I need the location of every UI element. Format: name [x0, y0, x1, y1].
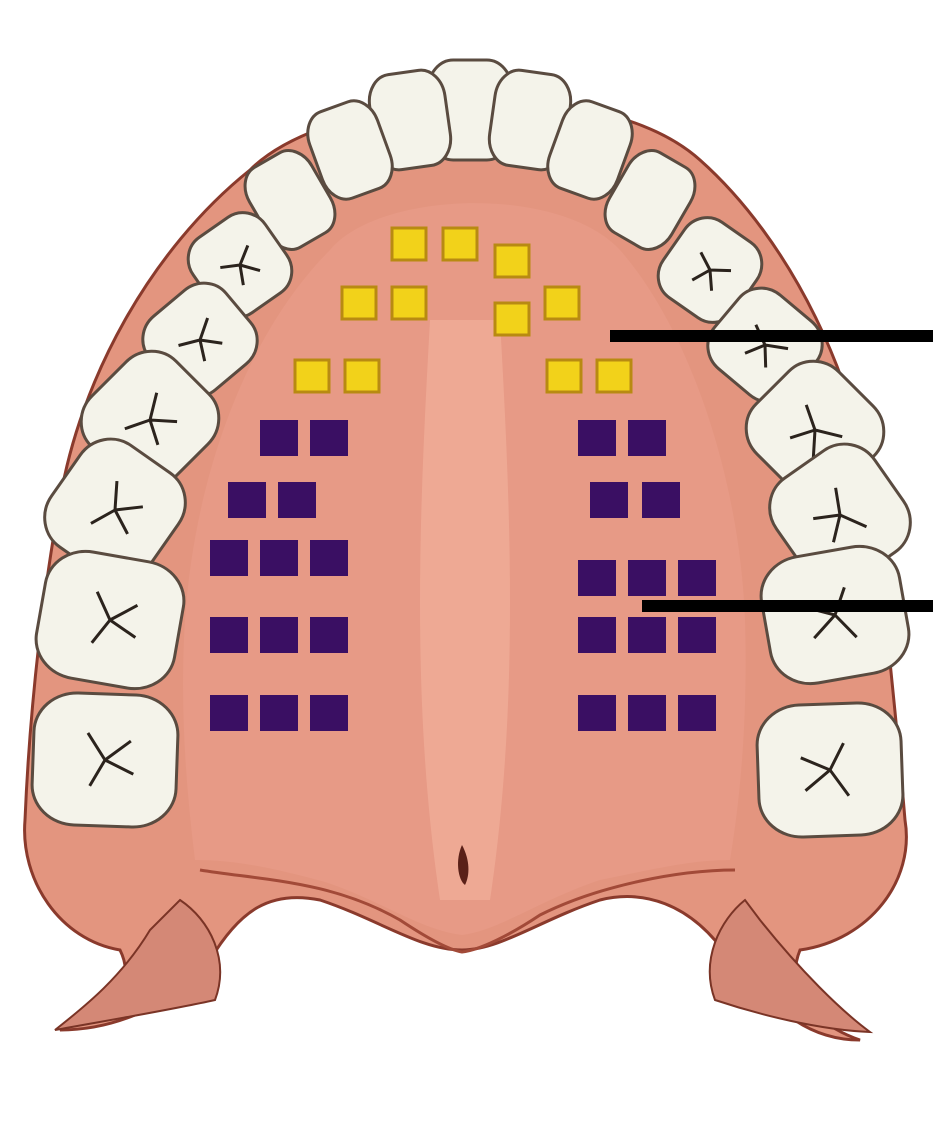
anterior-marker	[342, 287, 376, 319]
posterior-marker	[210, 540, 248, 576]
posterior-marker	[260, 540, 298, 576]
anterior-marker	[495, 245, 529, 277]
posterior-marker	[578, 695, 616, 731]
posterior-marker	[628, 420, 666, 456]
posterior-marker	[578, 617, 616, 653]
posterior-marker	[310, 617, 348, 653]
posterior-marker	[310, 540, 348, 576]
posterior-marker	[310, 420, 348, 456]
posterior-marker	[228, 482, 266, 518]
posterior-marker	[210, 695, 248, 731]
posterior-marker	[678, 560, 716, 596]
posterior-marker	[628, 560, 666, 596]
posterior-marker	[578, 420, 616, 456]
posterior-marker	[260, 617, 298, 653]
anterior-marker	[443, 228, 477, 260]
posterior-marker	[628, 617, 666, 653]
anterior-marker	[545, 287, 579, 319]
leader-line-lower	[642, 600, 933, 612]
molar-tooth	[756, 702, 905, 839]
molar-tooth	[30, 545, 190, 695]
anterior-marker	[495, 303, 529, 335]
molar-tooth	[755, 540, 915, 690]
anterior-marker	[597, 360, 631, 392]
palatal-raphe	[420, 320, 510, 900]
posterior-marker	[260, 695, 298, 731]
posterior-marker	[278, 482, 316, 518]
molar-tooth	[31, 692, 180, 829]
anterior-marker	[547, 360, 581, 392]
posterior-marker	[260, 420, 298, 456]
posterior-marker	[310, 695, 348, 731]
posterior-marker	[678, 695, 716, 731]
leader-line-upper	[610, 330, 933, 342]
anterior-marker	[392, 287, 426, 319]
posterior-marker	[642, 482, 680, 518]
posterior-marker	[578, 560, 616, 596]
posterior-marker	[628, 695, 666, 731]
posterior-marker	[678, 617, 716, 653]
anterior-marker	[392, 228, 426, 260]
posterior-marker	[590, 482, 628, 518]
anterior-marker	[295, 360, 329, 392]
posterior-marker	[210, 617, 248, 653]
anterior-marker	[345, 360, 379, 392]
